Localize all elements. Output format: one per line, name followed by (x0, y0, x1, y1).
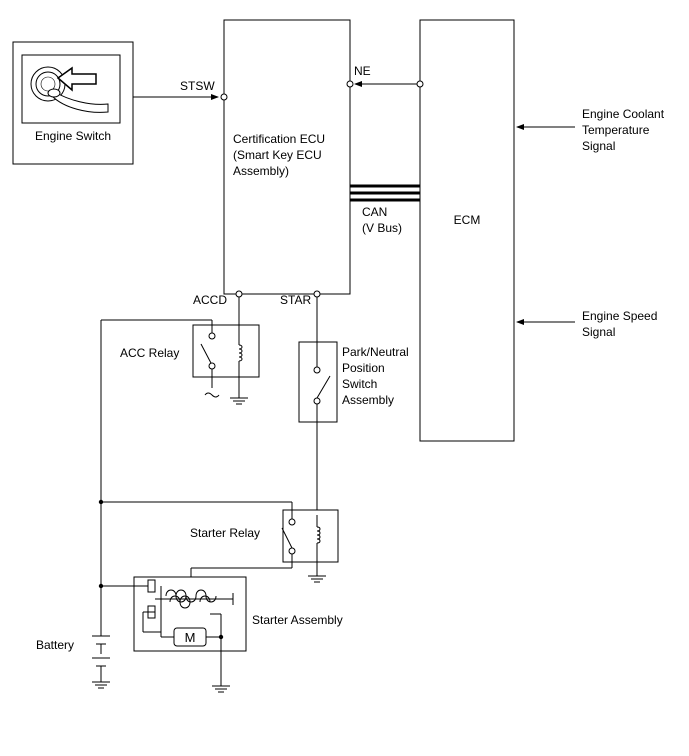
coolant-signal-line2: Temperature (582, 123, 650, 137)
acc-relay-label: ACC Relay (120, 346, 179, 360)
v-bus-label: (V Bus) (362, 221, 402, 235)
starter-assembly: M (101, 576, 247, 693)
can-bus (350, 184, 420, 202)
can-bus-label: CAN (362, 205, 387, 219)
pnp-switch-line2: Position (342, 361, 385, 375)
battery (92, 635, 110, 689)
speed-signal-line1: Engine Speed (582, 309, 657, 323)
push-button-icon (30, 66, 109, 113)
ne-terminal-label: NE (354, 64, 371, 78)
star-terminal-label: STAR (280, 293, 311, 307)
engine-switch-label: Engine Switch (35, 129, 111, 143)
starter-assembly-label: Starter Assembly (252, 613, 343, 627)
certification-ecu-line2: (Smart Key ECU (233, 148, 322, 162)
certification-ecu: Certification ECU (Smart Key ECU Assembl… (220, 19, 354, 298)
stsw-terminal (220, 93, 228, 101)
coolant-signal-line1: Engine Coolant (582, 107, 665, 121)
ecm-label: ECM (454, 213, 481, 227)
motor-symbol: M (185, 630, 196, 645)
acc-relay (101, 297, 260, 405)
pnp-switch-line3: Switch (342, 377, 377, 391)
battery-label: Battery (36, 638, 74, 652)
engine-switch: Engine Switch (12, 41, 134, 165)
star-terminal (313, 290, 321, 298)
pnp-switch-line1: Park/Neutral (342, 345, 409, 359)
ne-terminal (346, 80, 354, 88)
park-neutral-switch (298, 297, 338, 515)
stsw-terminal-label: STSW (180, 79, 215, 93)
accd-terminal-label: ACCD (193, 293, 227, 307)
starter-relay (101, 501, 339, 596)
certification-ecu-line1: Certification ECU (233, 132, 325, 146)
motor-icon: M (173, 627, 207, 647)
coolant-signal-line3: Signal (582, 139, 615, 153)
speed-signal-line2: Signal (582, 325, 615, 339)
accd-terminal (235, 290, 243, 298)
pnp-switch-line4: Assembly (342, 393, 394, 407)
ecm: ECM (416, 19, 515, 442)
ecm-ne-terminal (416, 80, 424, 88)
certification-ecu-line3: Assembly) (233, 164, 289, 178)
starter-relay-label: Starter Relay (190, 526, 260, 540)
